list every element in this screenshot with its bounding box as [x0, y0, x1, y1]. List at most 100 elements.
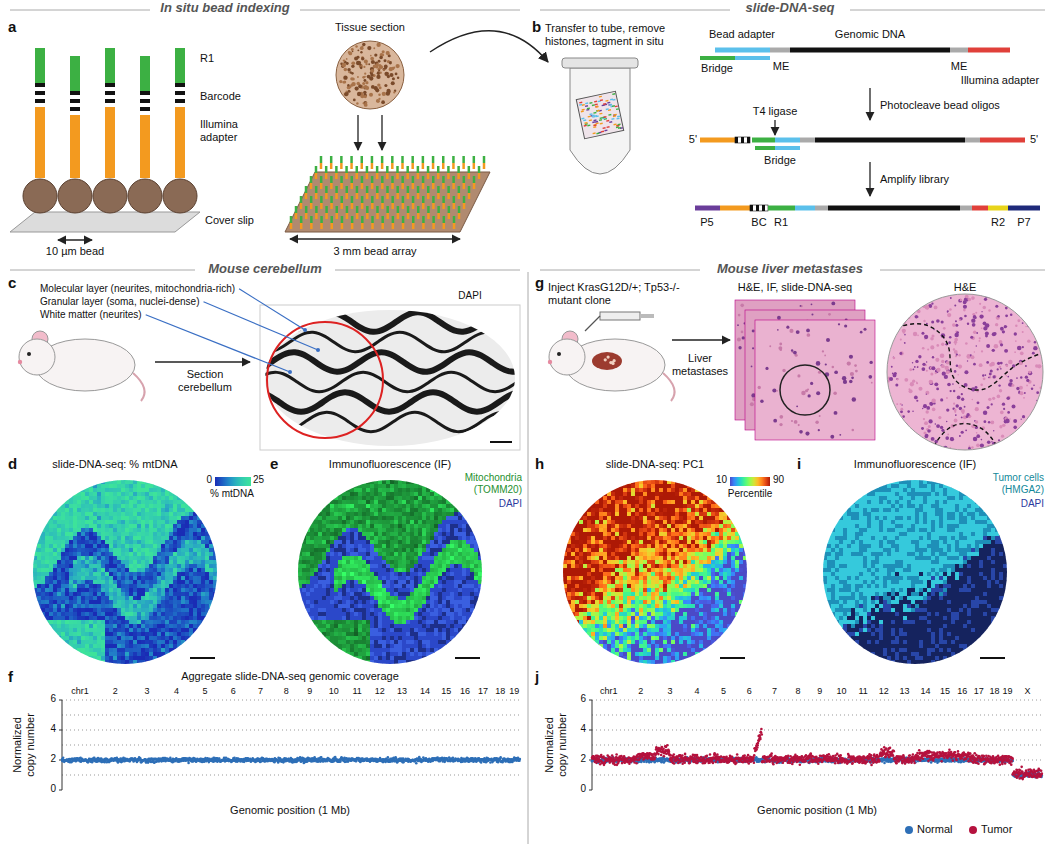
arrow: [869, 162, 870, 196]
step-label: Transfer to tube, remove histones, tagme…: [545, 22, 695, 47]
axis-label: 5: [203, 686, 208, 696]
part-label: R1: [774, 216, 788, 229]
part-label: P5: [700, 216, 713, 229]
part-label: Molecular layer (neurites, mitochondria-…: [40, 283, 235, 295]
dna-segment: [720, 206, 750, 211]
dna-segment: [752, 138, 775, 143]
dna-segment: [770, 48, 790, 53]
legend-swatch: [969, 826, 977, 834]
scale-value: 10: [716, 474, 727, 486]
axis-label: 5: [721, 686, 726, 696]
syringe: [585, 312, 654, 331]
arrow: [672, 339, 730, 340]
axis-title: Genomic position (1 Mb): [757, 804, 877, 817]
copy-number-plot: [589, 700, 1043, 790]
pc1-map: [559, 476, 751, 668]
axis-title: Genomic position (1 Mb): [230, 804, 350, 817]
axis-label: 6: [747, 686, 752, 696]
part-label: Illumina adapter: [961, 74, 1039, 87]
dna-segment: [768, 206, 795, 211]
if-image: [819, 476, 1011, 668]
color-bar: [730, 477, 770, 486]
arrow: [869, 88, 870, 120]
axis-label: 13: [397, 686, 407, 696]
scale-title: Percentile: [728, 488, 772, 500]
dna-segment: [775, 146, 800, 150]
axis-label: 14: [420, 686, 430, 696]
axis-label: 2: [113, 686, 118, 696]
curved-arrow: [430, 31, 548, 62]
leader-dot: [303, 328, 307, 332]
legend-text: Normal: [917, 823, 952, 835]
bead-oligo: [58, 56, 92, 213]
part-label: Cover slip: [205, 214, 254, 227]
stain-label: Mitochondria (TOMM20): [450, 472, 522, 495]
axis-label: X: [1024, 686, 1030, 696]
part-label: H&E, IF, slide-DNA-seq: [738, 281, 852, 294]
legend-item: Tumor: [969, 823, 1012, 836]
legend-text: Tumor: [981, 823, 1012, 835]
tick-label: 6: [50, 693, 56, 705]
part-label: R2: [991, 216, 1005, 229]
stain-label: Tumor cells (HMGA2): [972, 472, 1044, 495]
header-rule: [850, 10, 1045, 11]
part-label: White matter (neurites): [40, 309, 142, 321]
cover-slip: [10, 212, 200, 232]
leader-dot: [316, 348, 320, 352]
dna-segment: [968, 48, 1010, 53]
dna-segment: [972, 206, 988, 211]
scale-value: 25: [253, 474, 264, 486]
dna-segment: [790, 48, 950, 53]
part-label: Illumina adapter: [200, 118, 262, 143]
mouse-illustration: [548, 331, 675, 401]
dna-segment: [815, 206, 828, 211]
dna-segment: [815, 138, 965, 143]
dna-segment: [715, 48, 770, 53]
part-label: 5': [689, 133, 697, 146]
scale-title: % mtDNA: [210, 488, 254, 500]
part-label: ME: [773, 60, 790, 73]
he-image: [886, 293, 1045, 452]
part-label: T4 ligase: [753, 105, 798, 118]
header-rule: [540, 270, 700, 271]
roi-circle: [780, 365, 830, 415]
scale-value: 90: [773, 474, 784, 486]
axis-label: chr1: [71, 686, 89, 696]
tissue-section: [336, 41, 404, 109]
scale-bar: [455, 657, 480, 659]
axis-label: 16: [460, 686, 470, 696]
panel-letter: h: [535, 455, 544, 472]
tissue-slide: [755, 320, 875, 440]
he-outline: [887, 294, 1043, 450]
axis-label: 2: [638, 686, 643, 696]
axis-label: 6: [231, 686, 236, 696]
axis-label: 12: [375, 686, 385, 696]
tube: [562, 58, 638, 174]
copy-number-plot: [59, 700, 521, 790]
dna-segment: [988, 206, 1008, 211]
arrow: [290, 238, 460, 239]
dimension: 3 mm bead array: [333, 245, 416, 258]
tick-label: 0: [50, 783, 56, 795]
panel-title: slide-DNA-seq: % mtDNA: [52, 458, 177, 471]
step-label: Amplify library: [880, 173, 949, 186]
dna-segment: [700, 138, 735, 143]
axis-label: 9: [817, 686, 822, 696]
header-rule: [880, 270, 1045, 271]
step-label: Photocleave bead oligos: [880, 99, 1000, 112]
part-label: Granular layer (soma, nuclei-dense): [40, 296, 200, 308]
bead-oligo: [23, 48, 57, 213]
axis-label: 16: [957, 686, 967, 696]
part-label: Genomic DNA: [835, 28, 905, 41]
axis-label: chr1: [600, 686, 618, 696]
header-rule: [10, 10, 150, 11]
panel-letter: e: [270, 455, 278, 472]
part-label: Barcode: [200, 90, 241, 103]
legend-swatch: [905, 826, 913, 834]
bead-oligo: [93, 48, 127, 213]
part-label: 5': [1030, 133, 1038, 146]
mtdna-map: [29, 476, 221, 668]
axis-title: Normalized copy number: [11, 705, 36, 785]
stain-label: DAPI: [1021, 498, 1044, 510]
